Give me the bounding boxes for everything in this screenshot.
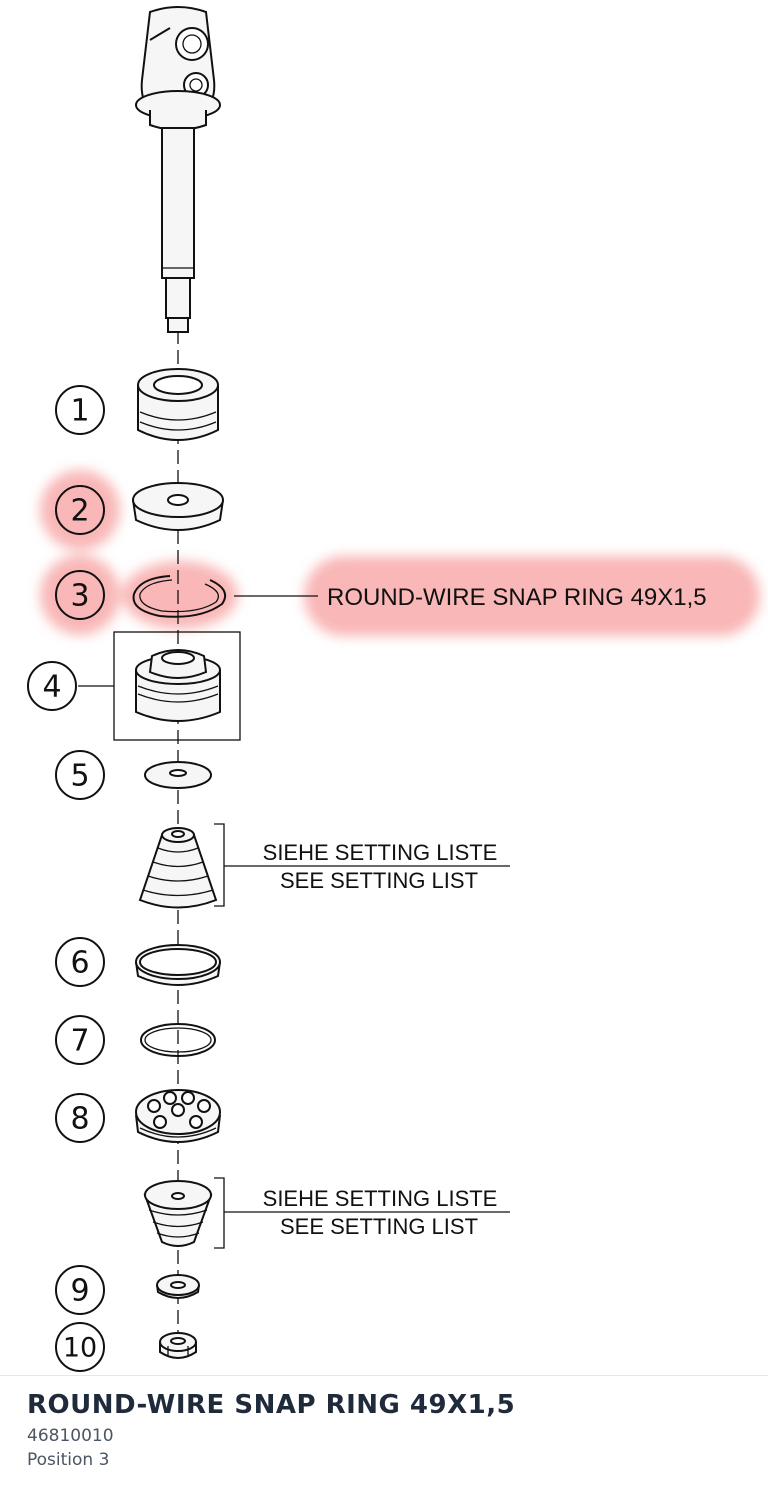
part-8-piston — [135, 1089, 221, 1143]
part-7-o-ring — [140, 1023, 216, 1057]
highlight-layer — [40, 470, 760, 636]
svg-text:8: 8 — [70, 1102, 89, 1137]
svg-text:9: 9 — [70, 1274, 89, 1309]
part-info-panel: ROUND-WIRE SNAP RING 49X1,5 46810010 Pos… — [27, 1386, 748, 1472]
highlight-position-2 — [40, 470, 120, 550]
setting-note-lower-line1: SIEHE SETTING LISTE — [263, 1186, 498, 1211]
part-number: 46810010 — [27, 1426, 114, 1446]
svg-text:4: 4 — [42, 670, 61, 705]
position-bubble-1[interactable]: 1 — [55, 385, 105, 435]
position-bubble-4[interactable]: 4 — [27, 661, 77, 711]
svg-text:6: 6 — [70, 946, 89, 981]
part-title: ROUND-WIRE SNAP RING 49X1,5 — [27, 1390, 516, 1420]
part-4-bump-assembly — [113, 631, 241, 741]
part-1-seal-head — [137, 368, 219, 441]
svg-text:7: 7 — [70, 1024, 89, 1059]
position-bubble-7[interactable]: 7 — [55, 1015, 105, 1065]
setting-note-upper-line2: SEE SETTING LIST — [280, 868, 478, 893]
part-position: Position 3 — [27, 1450, 110, 1470]
svg-text:3: 3 — [70, 579, 89, 614]
position-bubble-10[interactable]: 10 — [55, 1322, 105, 1372]
shock-rod-eye — [135, 6, 221, 333]
position-bubble-8[interactable]: 8 — [55, 1093, 105, 1143]
part-10-nut — [159, 1332, 197, 1359]
shim-stack-upper — [138, 827, 218, 909]
part-5-washer — [144, 761, 212, 789]
part-2-bushing — [132, 482, 224, 531]
section-divider — [0, 1375, 768, 1376]
position-bubble-3[interactable]: 3 — [55, 570, 105, 620]
position-bubble-2[interactable]: 2 — [55, 485, 105, 535]
svg-text:1: 1 — [70, 394, 89, 429]
shim-stack-lower — [143, 1180, 213, 1247]
setting-bracket-upper — [214, 823, 510, 907]
position-bubble-6[interactable]: 6 — [55, 937, 105, 987]
position-bubble-9[interactable]: 9 — [55, 1265, 105, 1315]
setting-bracket-lower — [214, 1177, 510, 1249]
highlight-position-3 — [40, 555, 120, 635]
svg-text:2: 2 — [70, 494, 89, 529]
part-9-washer — [156, 1274, 200, 1299]
position-bubble-5[interactable]: 5 — [55, 750, 105, 800]
highlight-callout — [304, 556, 760, 636]
exploded-parts-diagram: 1 2 3 4 5 6 7 8 9 10 ROUND-WIRE SNAP RIN… — [27, 6, 760, 1372]
svg-text:10: 10 — [63, 1333, 97, 1364]
part-3-snap-ring — [132, 575, 226, 618]
svg-text:5: 5 — [70, 759, 89, 794]
setting-note-lower-line2: SEE SETTING LIST — [280, 1214, 478, 1239]
part-6-ring — [135, 944, 221, 986]
setting-note-upper-line1: SIEHE SETTING LISTE — [263, 840, 498, 865]
callout-label: ROUND-WIRE SNAP RING 49X1,5 — [327, 584, 707, 611]
